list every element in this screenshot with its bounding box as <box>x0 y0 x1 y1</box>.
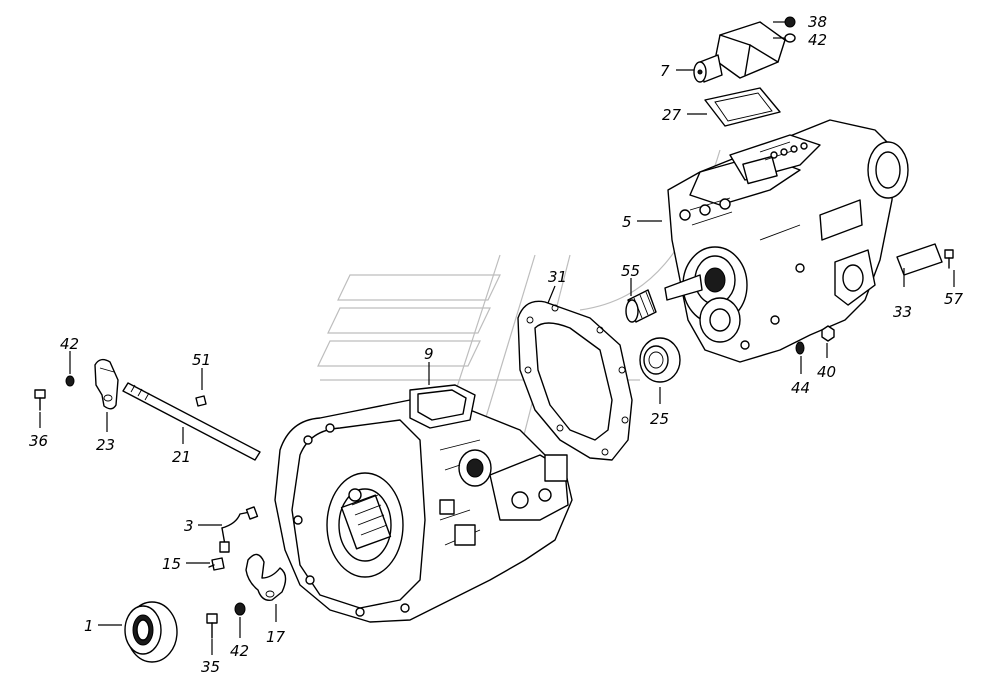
callout-51: 51 <box>192 351 211 369</box>
callout-36: 36 <box>29 432 48 450</box>
callout-38: 38 <box>808 13 827 31</box>
callout-44: 44 <box>791 379 810 397</box>
callout-25: 25 <box>650 410 669 428</box>
callout-35: 35 <box>201 658 220 676</box>
callout-5: 5 <box>622 213 632 231</box>
leader-lines <box>39 21 955 655</box>
bolt-36[interactable] <box>34 389 46 411</box>
washer-42-left[interactable] <box>65 375 75 387</box>
callout-labels: 1 3 5 7 9 15 17 21 23 25 27 31 33 35 36 … <box>29 13 964 676</box>
gasket[interactable] <box>517 300 633 461</box>
release-bearing[interactable] <box>124 601 178 663</box>
woodruff-key[interactable] <box>195 395 207 407</box>
shift-lever[interactable] <box>94 358 119 410</box>
gearbox-housing[interactable] <box>664 119 909 363</box>
callout-15: 15 <box>162 555 181 573</box>
seal-ring[interactable] <box>639 337 681 383</box>
callout-42-lower: 42 <box>230 642 249 660</box>
callout-27: 27 <box>662 106 682 124</box>
washer-42-top[interactable] <box>784 33 796 43</box>
callout-7: 7 <box>660 62 670 80</box>
clutch-fork[interactable] <box>245 553 287 601</box>
callout-21: 21 <box>172 448 191 466</box>
nut-38[interactable] <box>784 16 796 28</box>
clutch-housing[interactable] <box>274 384 573 623</box>
callout-55: 55 <box>621 262 640 280</box>
callout-42-top: 42 <box>808 31 827 49</box>
needle-bearing[interactable] <box>625 289 657 323</box>
callout-1: 1 <box>84 617 94 635</box>
cover-plate[interactable] <box>896 243 943 276</box>
callout-17: 17 <box>266 628 286 646</box>
callout-57: 57 <box>944 290 964 308</box>
callout-23: 23 <box>96 436 115 454</box>
callout-33: 33 <box>893 303 912 321</box>
callout-40: 40 <box>817 363 836 381</box>
breather-pipe[interactable] <box>219 506 259 553</box>
bolt-35[interactable] <box>206 613 218 639</box>
top-gasket[interactable] <box>704 87 781 127</box>
bolt-57[interactable] <box>944 249 954 269</box>
callout-3: 3 <box>184 517 194 535</box>
washer-42-lower[interactable] <box>234 602 246 616</box>
callout-9: 9 <box>424 345 434 363</box>
pto-cover[interactable] <box>693 21 786 83</box>
washer-44[interactable] <box>795 341 805 355</box>
callout-42-left: 42 <box>60 335 79 353</box>
callout-31: 31 <box>548 268 567 286</box>
shift-shaft[interactable] <box>122 382 261 461</box>
nut-40[interactable] <box>821 325 835 342</box>
small-screw[interactable] <box>208 557 225 571</box>
